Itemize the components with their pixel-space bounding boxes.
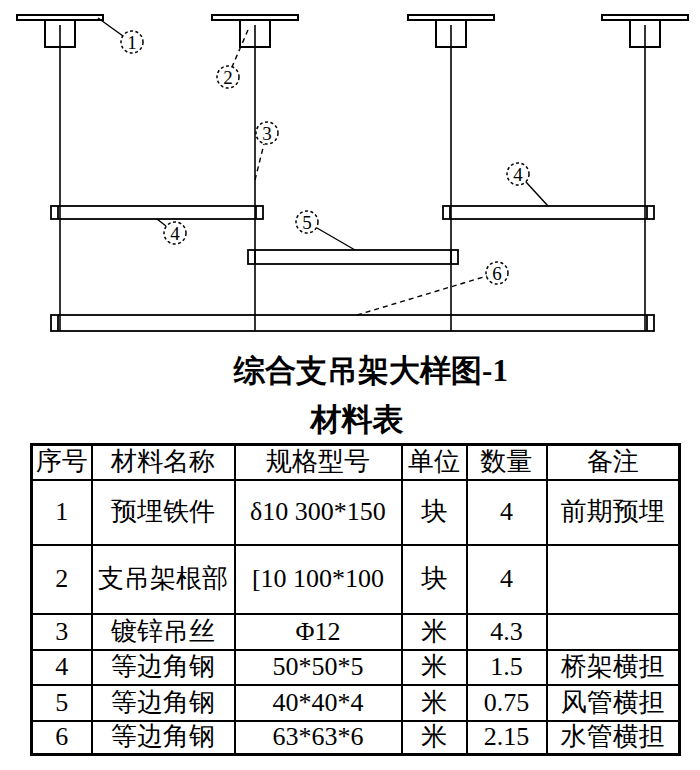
header-cell: 单位 [402,445,467,480]
table-cell: 63*63*6 [235,721,402,755]
table-row: 5 等边角钢 40*40*4 米 0.75 风管横担 [32,685,680,721]
table-cell: 支吊架根部 [92,545,235,614]
svg-text:3: 3 [262,123,272,144]
table-cell: 米 [402,721,467,755]
table-cell: 米 [402,614,467,650]
table-cell: 等边角钢 [92,721,235,755]
ceiling-anchor-2 [212,15,298,331]
table-cell: 等边角钢 [92,650,235,685]
table-cell: 风管横担 [547,685,680,721]
svg-text:2: 2 [223,67,233,88]
leader-4-left [157,219,166,226]
callout-6: 6 [486,262,508,284]
svg-text:5: 5 [302,212,312,233]
cable-tray-beam-right [443,206,654,219]
ceiling-anchor-3 [408,15,494,331]
header-cell: 规格型号 [235,445,402,480]
table-cell: 2 [32,545,92,614]
table-cell: 前期预埋 [547,480,680,545]
leader-1 [98,18,123,36]
table-cell: δ10 300*150 [235,480,402,545]
table-cell: 4.3 [467,614,547,650]
table-cell: 米 [402,685,467,721]
table-cell: 50*50*5 [235,650,402,685]
table-title: 材料表 [311,399,404,441]
callout-2: 2 [217,66,239,88]
svg-text:4: 4 [170,223,180,244]
table-cell: 块 [402,545,467,614]
table-cell: 3 [32,614,92,650]
table-cell: 0.75 [467,685,547,721]
table-row: 1 预埋铁件 δ10 300*150 块 4 前期预埋 [32,480,680,545]
table-cell: 5 [32,685,92,721]
embed-plate [212,15,298,20]
header-cell: 材料名称 [92,445,235,480]
callout-3: 3 [256,122,278,144]
leader-4-right [526,182,548,206]
callout-4-left: 4 [164,222,186,244]
svg-text:1: 1 [127,32,137,53]
table-cell: 桥架横担 [547,650,680,685]
svg-text:6: 6 [492,263,502,284]
drawing-title: 综合支吊架大样图-1 [234,350,508,392]
callout-1: 1 [121,31,143,53]
table-cell: 6 [32,721,92,755]
table-cell: [10 100*100 [235,545,402,614]
svg-text:4: 4 [513,164,523,185]
cable-tray-beam-left [51,206,263,219]
table-row: 3 镀锌吊丝 Φ12 米 4.3 [32,614,680,650]
embed-plate [17,15,103,20]
table-cell [547,614,680,650]
embed-plate [408,15,494,20]
table-cell: 镀锌吊丝 [92,614,235,650]
header-cell: 序号 [32,445,92,480]
table-cell: 40*40*4 [235,685,402,721]
pipe-beam-bottom [51,315,654,331]
table-cell: 米 [402,650,467,685]
material-table: 序号 材料名称 规格型号 单位 数量 备注 1 预埋铁件 δ10 300*150… [30,443,681,756]
duct-beam-middle [248,250,458,264]
leader-6 [357,276,487,315]
callout-4-right: 4 [507,163,529,185]
header-cell: 数量 [467,445,547,480]
table-cell: 4 [32,650,92,685]
table-header-row: 序号 材料名称 规格型号 单位 数量 备注 [32,445,680,480]
table-cell: 等边角钢 [92,685,235,721]
table-cell: 1.5 [467,650,547,685]
table-cell: 4 [467,545,547,614]
embed-plate [602,15,688,20]
table-cell: 水管横担 [547,721,680,755]
table-cell: Φ12 [235,614,402,650]
table-cell: 4 [467,480,547,545]
table-cell: 1 [32,480,92,545]
table-row: 4 等边角钢 50*50*5 米 1.5 桥架横担 [32,650,680,685]
header-cell: 备注 [547,445,680,480]
table-cell: 块 [402,480,467,545]
leader-3 [255,144,264,180]
table-cell: 预埋铁件 [92,480,235,545]
callout-5: 5 [296,211,318,233]
table-cell [547,545,680,614]
leader-5 [317,228,355,250]
ceiling-anchor-1 [17,15,103,331]
ceiling-anchor-4 [602,15,688,331]
table-cell: 2.15 [467,721,547,755]
table-row: 2 支吊架根部 [10 100*100 块 4 [32,545,680,614]
table-row: 6 等边角钢 63*63*6 米 2.15 水管横担 [32,721,680,755]
